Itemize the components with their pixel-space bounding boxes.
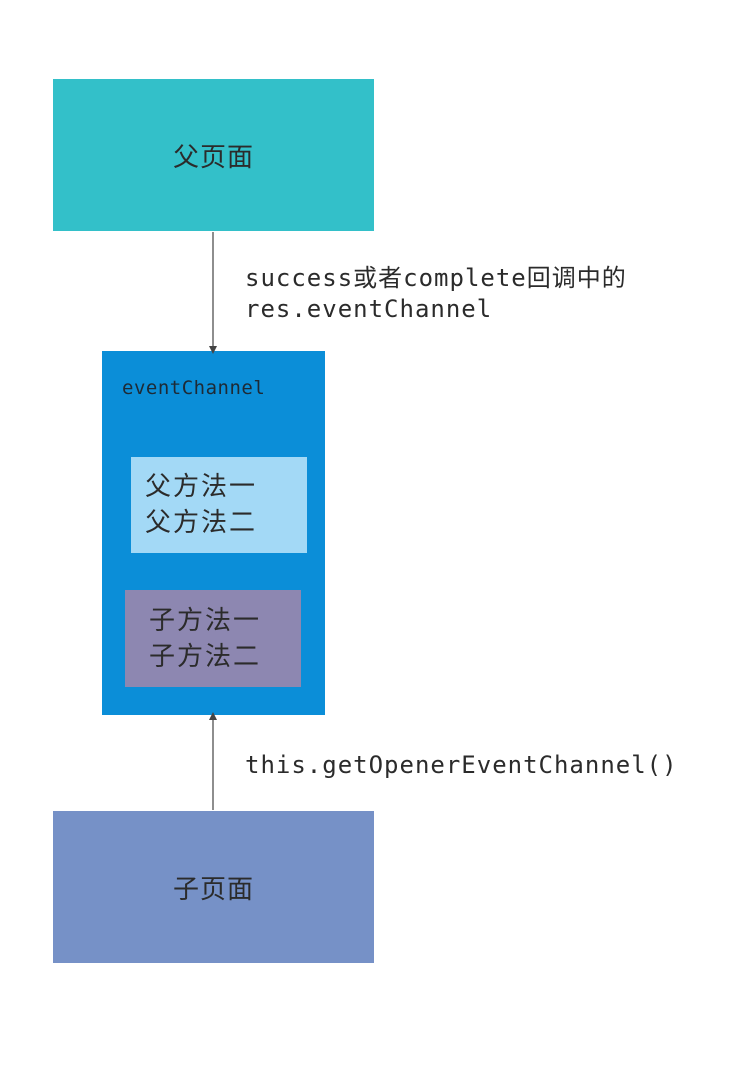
edge-label-bottom: this.getOpenerEventChannel() (245, 751, 678, 779)
parent-methods-box: 父方法一 父方法二 (131, 457, 307, 553)
parent-page-label: 父页面 (172, 142, 254, 173)
parent-method-2: 父方法二 (145, 508, 258, 538)
edge-label-top: success或者complete回调中的 res.eventChannel (245, 263, 627, 325)
event-channel-title: eventChannel (122, 377, 266, 399)
edge-label-top-line2: res.eventChannel (245, 295, 493, 323)
child-page-node: 子页面 (53, 811, 374, 963)
edge-label-top-line1: success或者complete回调中的 (245, 264, 627, 292)
child-methods-box: 子方法一 子方法二 (125, 590, 301, 687)
child-method-2: 子方法二 (149, 641, 262, 672)
child-page-label: 子页面 (172, 874, 254, 905)
parent-method-1: 父方法一 (145, 472, 258, 502)
child-method-1: 子方法一 (149, 605, 262, 636)
parent-page-node: 父页面 (53, 79, 374, 231)
